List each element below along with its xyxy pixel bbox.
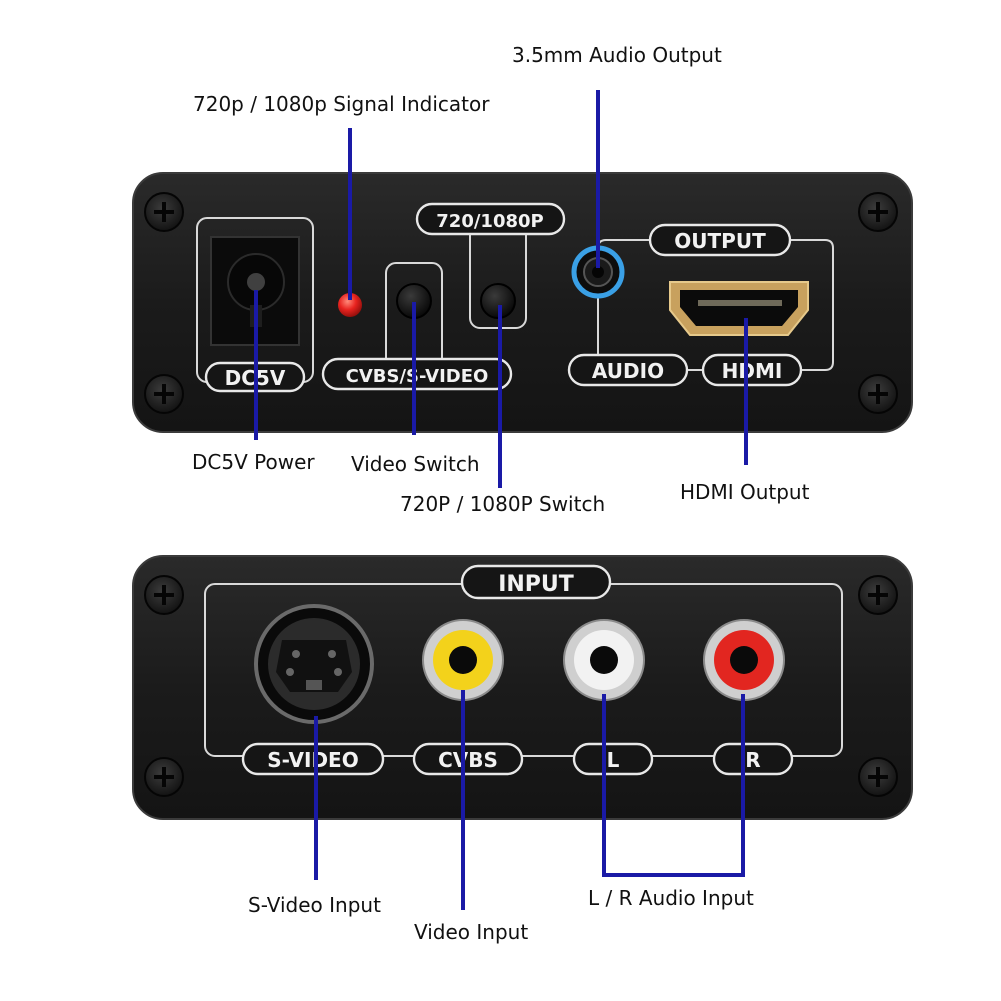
input-label: INPUT	[498, 572, 574, 597]
right-pill	[712, 742, 794, 776]
bottom-panel: INPUT	[132, 555, 913, 820]
right-audio-rca-port[interactable]	[703, 619, 785, 701]
output-pill	[648, 223, 792, 257]
callout-dc-power: DC5V Power	[192, 450, 315, 474]
bottom-leader-lines	[314, 690, 745, 910]
right-label: R	[745, 748, 760, 772]
callout-lr-audio-input: L / R Audio Input	[588, 886, 754, 910]
res-switch-label: 720/1080P	[436, 211, 543, 232]
left-label: L	[607, 748, 620, 772]
screw-icon	[144, 757, 184, 797]
audio-label: AUDIO	[592, 359, 664, 383]
callout-audio-output: 3.5mm Audio Output	[512, 43, 722, 67]
screw-icon	[144, 374, 184, 414]
screw-icon	[858, 374, 898, 414]
cvbs-svideo-pill	[321, 357, 513, 391]
screw-icon	[858, 757, 898, 797]
left-pill	[572, 742, 654, 776]
input-pill	[460, 564, 612, 600]
left-audio-rca-port[interactable]	[563, 619, 645, 701]
svideo-port[interactable]	[254, 604, 374, 724]
screw-icon	[144, 192, 184, 232]
callout-hdmi-output: HDMI Output	[680, 480, 810, 504]
callout-signal-indicator: 720p / 1080p Signal Indicator	[193, 92, 490, 116]
top-panel: DC5V CVBS/S-VIDEO 720/1080P OUTPUT	[132, 172, 913, 433]
output-label: OUTPUT	[674, 229, 766, 253]
hdmi-port[interactable]	[669, 281, 809, 336]
screw-icon	[144, 575, 184, 615]
cvbs-label: CVBS	[438, 748, 498, 772]
callout-video-input: Video Input	[414, 920, 528, 944]
audio-pill	[567, 353, 689, 387]
hdmi-pill	[701, 353, 803, 387]
screw-icon	[858, 575, 898, 615]
callout-video-switch: Video Switch	[351, 452, 480, 476]
callout-svideo-input: S-Video Input	[248, 893, 381, 917]
top-leader-lines	[254, 90, 748, 488]
cvbs-rca-port[interactable]	[422, 619, 504, 701]
screw-icon	[858, 192, 898, 232]
cvbs-pill	[412, 742, 524, 776]
res-switch-pill	[415, 202, 566, 236]
svideo-label: S-VIDEO	[267, 748, 358, 772]
callout-res-switch: 720P / 1080P Switch	[400, 492, 605, 516]
leader-lr-audio-input	[602, 694, 745, 877]
svideo-pill	[241, 742, 385, 776]
hdmi-label: HDMI	[722, 359, 783, 383]
signal-indicator-led	[338, 293, 362, 317]
cvbs-svideo-label: CVBS/S-VIDEO	[346, 366, 489, 387]
